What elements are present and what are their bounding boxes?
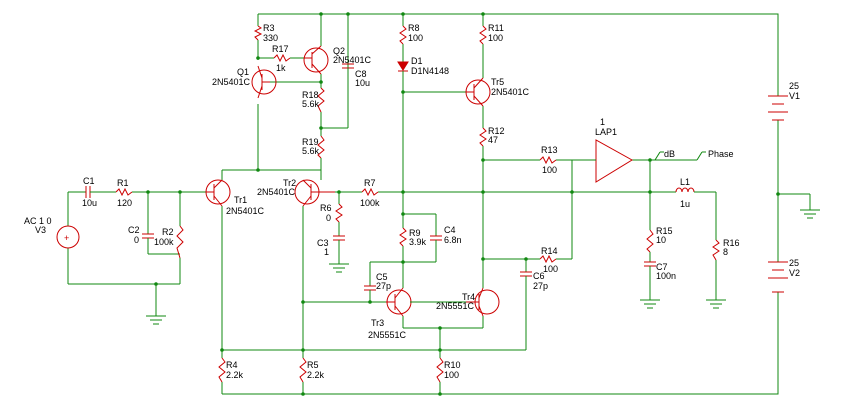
r14-value: 100 bbox=[543, 264, 558, 274]
c1-ref: C1 bbox=[83, 176, 95, 186]
resistor-symbols bbox=[115, 25, 720, 383]
c4-ref: C4 bbox=[444, 225, 456, 235]
c2-value: 0 bbox=[134, 235, 139, 245]
r1-ref: R1 bbox=[117, 178, 129, 188]
v2-value: 25 bbox=[789, 258, 799, 268]
r15-value: 10 bbox=[656, 235, 666, 245]
r4-ref: R4 bbox=[226, 360, 238, 370]
tr3-ref: Tr3 bbox=[371, 318, 384, 328]
r17-value: 1k bbox=[276, 63, 286, 73]
r4-value: 2.2k bbox=[226, 370, 244, 380]
tr5-ref: Tr5 bbox=[491, 77, 504, 87]
l1-ref: L1 bbox=[680, 177, 690, 187]
r3-value: 330 bbox=[263, 33, 278, 43]
tr2-value: 2N5401C bbox=[257, 187, 296, 197]
r14-ref: R14 bbox=[541, 246, 558, 256]
r16-ref: R16 bbox=[723, 238, 740, 248]
tr2-ref: Tr2 bbox=[283, 178, 296, 188]
lap1-amplifier-symbol bbox=[590, 139, 633, 183]
r10-ref: R10 bbox=[444, 360, 461, 370]
capacitor-symbols bbox=[85, 63, 656, 294]
v3-ref: V3 bbox=[35, 225, 46, 235]
c1-value: 10u bbox=[82, 198, 97, 208]
d1-part: D1N4148 bbox=[411, 66, 449, 76]
ground-symbols bbox=[146, 209, 820, 325]
r19-value: 5.6k bbox=[302, 146, 320, 156]
wires bbox=[67, 13, 811, 395]
v1-ref: V1 bbox=[789, 91, 800, 101]
lap1-value: 1 bbox=[600, 117, 605, 127]
tr4-ref: Tr4 bbox=[462, 292, 475, 302]
r7-value: 100k bbox=[360, 198, 380, 208]
r1-value: 120 bbox=[117, 198, 132, 208]
r6-ref: R6 bbox=[320, 203, 332, 213]
r13-ref: R13 bbox=[541, 145, 558, 155]
v2-ref: V2 bbox=[789, 268, 800, 278]
r5-value: 2.2k bbox=[307, 370, 325, 380]
tr3-value: 2N5551C bbox=[368, 330, 407, 340]
c5-value: 27p bbox=[376, 281, 391, 291]
d1-ref: D1 bbox=[411, 56, 423, 66]
c8-value: 10u bbox=[355, 78, 370, 88]
r9-value: 3.9k bbox=[409, 237, 427, 247]
r10-value: 100 bbox=[444, 370, 459, 380]
c7-value: 100n bbox=[656, 271, 676, 281]
r5-ref: R5 bbox=[307, 360, 319, 370]
lap1-ref: LAP1 bbox=[595, 127, 617, 137]
q2-ref: Q2 bbox=[333, 46, 345, 56]
r7-ref: R7 bbox=[364, 178, 376, 188]
r2-ref: R2 bbox=[162, 227, 174, 237]
r8-ref: R8 bbox=[408, 23, 420, 33]
c8-ref: C8 bbox=[355, 69, 367, 79]
r15-ref: R15 bbox=[656, 226, 673, 236]
l1-value: 1u bbox=[680, 199, 690, 209]
r2-value: 100k bbox=[154, 237, 174, 247]
q2-value: 2N5401C bbox=[333, 55, 372, 65]
c2-ref: C2 bbox=[128, 225, 140, 235]
labels: R3 330 R17 1k Q2 2N5401C C8 10u Q1 2N540… bbox=[24, 23, 800, 380]
r18-value: 5.6k bbox=[302, 99, 320, 109]
c3-value: 1 bbox=[324, 247, 329, 257]
r3-ref: R3 bbox=[263, 23, 275, 33]
r13-value: 100 bbox=[542, 165, 557, 175]
dc-source-symbols bbox=[768, 95, 788, 293]
inductor-l1-symbol bbox=[650, 187, 698, 193]
c3-ref: C3 bbox=[317, 238, 329, 248]
tr1-ref: Tr1 bbox=[234, 195, 247, 205]
tr1-value: 2N5401C bbox=[226, 206, 265, 216]
phase-marker-label: Phase bbox=[708, 149, 734, 159]
v1-value: 25 bbox=[789, 81, 799, 91]
r8-value: 100 bbox=[408, 33, 423, 43]
r11-value: 100 bbox=[488, 33, 503, 43]
c5-ref: C5 bbox=[376, 272, 388, 282]
probe-markers bbox=[650, 151, 706, 161]
diode-d1-symbol bbox=[397, 61, 409, 78]
r17-ref: R17 bbox=[272, 44, 289, 54]
q1-value: 2N5401C bbox=[212, 77, 251, 87]
r12-value: 47 bbox=[488, 135, 498, 145]
r6-value: 0 bbox=[326, 213, 331, 223]
svg-text:+: + bbox=[64, 233, 69, 243]
tr5-value: 2N5401C bbox=[491, 87, 530, 97]
r9-ref: R9 bbox=[409, 228, 421, 238]
r12-ref: R12 bbox=[488, 126, 505, 136]
c4-value: 6.8n bbox=[444, 235, 462, 245]
r11-ref: R11 bbox=[488, 23, 504, 33]
transistor-symbols bbox=[205, 45, 500, 317]
c7-ref: C7 bbox=[656, 262, 668, 272]
v3-value: AC 1 0 bbox=[24, 216, 52, 226]
q1-ref: Q1 bbox=[237, 67, 249, 77]
ac-source-v3-symbol: + bbox=[56, 225, 80, 249]
c6-ref: C6 bbox=[533, 271, 545, 281]
db-marker-label: dB bbox=[664, 149, 675, 159]
r18-ref: R18 bbox=[302, 90, 319, 100]
tr4-value: 2N5551C bbox=[436, 301, 475, 311]
r19-ref: R19 bbox=[302, 137, 319, 147]
c6-value: 27p bbox=[533, 281, 548, 291]
r16-value: 8 bbox=[723, 247, 728, 257]
